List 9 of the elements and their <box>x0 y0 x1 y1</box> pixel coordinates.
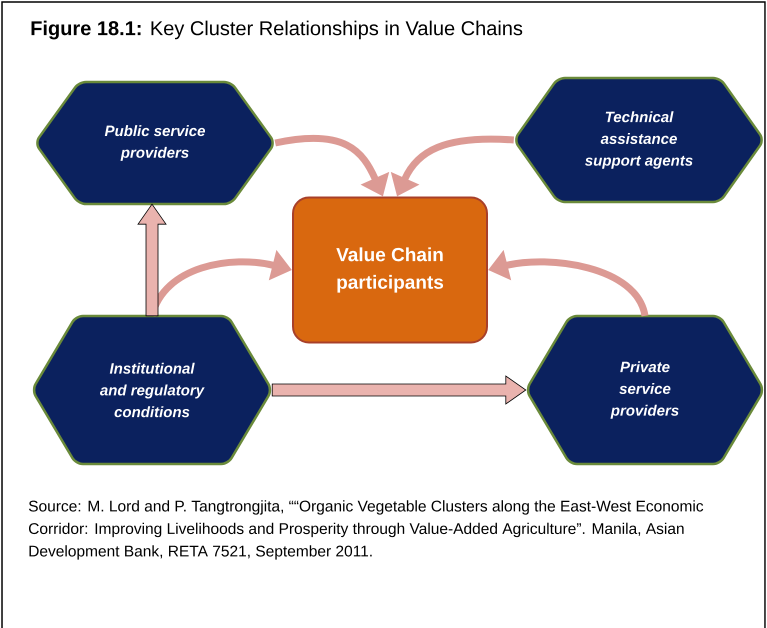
rounded-box: Value Chain participants <box>292 196 488 344</box>
hexagon-node: Technical assistance support agents <box>515 76 763 204</box>
arrow <box>137 204 167 316</box>
arrow <box>272 375 526 405</box>
hexagon-node: Private service providers <box>526 314 764 466</box>
hexagon-node: Public service providers <box>36 80 274 206</box>
hexagon-node: Institutional and regulatory conditions <box>32 314 272 466</box>
source-note: Source: M. Lord and P. Tangtrongjita, ““Organic Vegetable Clusters along the East-West Economic Corridor: Improving Livelihoods and Prosperity through Value-Added Agriculture”. Manila, Asian Development Bank, RETA 7521, September 2011. <box>28 500 704 560</box>
figure-title: Figure 18.1: Key Cluster Relationships in Value Chains <box>32 20 522 40</box>
